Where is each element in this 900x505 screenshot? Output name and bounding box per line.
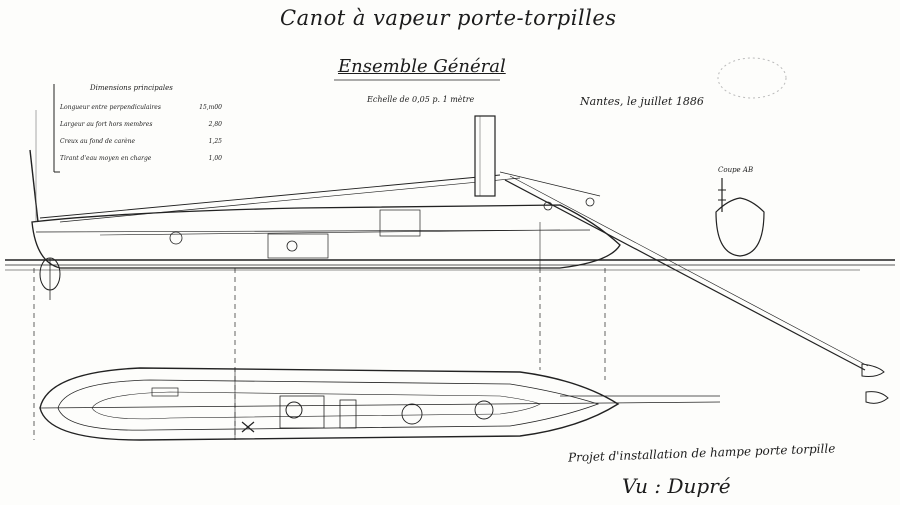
dimension-label: Largeur au fort hors membres bbox=[60, 121, 153, 128]
funnel bbox=[474, 115, 496, 197]
dimension-label: Tirant d'eau moyen en charge bbox=[60, 155, 152, 162]
scale-note: Echelle de 0,05 p. 1 mètre bbox=[367, 95, 475, 104]
propeller bbox=[39, 257, 61, 300]
dimension-row: Tirant d'eau moyen en charge 1,00 bbox=[60, 155, 222, 162]
dimension-value: 15,m00 bbox=[199, 104, 222, 111]
torpedo-spar bbox=[499, 171, 889, 404]
drawing-title: Canot à vapeur porte-torpilles bbox=[280, 6, 617, 30]
dimension-value: 2,80 bbox=[208, 121, 222, 128]
waterline bbox=[5, 259, 895, 271]
plan-view-hull bbox=[39, 367, 721, 441]
side-elevation-hull bbox=[31, 174, 621, 269]
mast bbox=[29, 149, 39, 223]
section-label: Coupe AB bbox=[718, 166, 754, 174]
dimension-value: 1,25 bbox=[208, 138, 222, 145]
dimension-row: Largeur au fort hors membres 2,80 bbox=[60, 121, 222, 128]
date-note: Nantes, le juillet 1886 bbox=[580, 95, 704, 108]
dimension-label: Creux au fond de carène bbox=[60, 138, 136, 145]
section-view bbox=[715, 178, 765, 257]
dimensions-heading: Dimensions principales bbox=[90, 84, 173, 92]
dimension-label: Longueur entre perpendiculaires bbox=[60, 104, 161, 111]
projection-lines bbox=[33, 268, 606, 440]
dimension-row: Longueur entre perpendiculaires 15,m00 bbox=[60, 104, 222, 111]
stamp-mark bbox=[717, 57, 787, 99]
drawing-subtitle: Ensemble Général bbox=[338, 56, 506, 77]
dimension-row: Creux au fond de carène 1,25 bbox=[60, 138, 222, 145]
dimension-value: 1,00 bbox=[208, 155, 222, 162]
signature: Vu : Dupré bbox=[622, 474, 731, 498]
